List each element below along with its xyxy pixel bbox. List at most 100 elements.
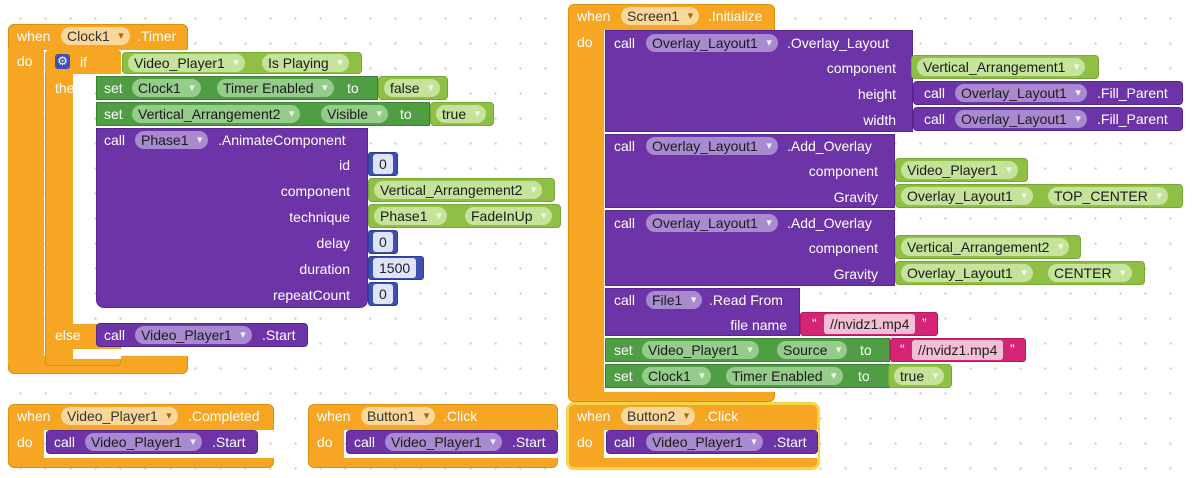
boolean-dropdown[interactable]: false	[384, 79, 440, 97]
event-component-dropdown[interactable]: Clock1	[61, 27, 130, 45]
animate-component-block[interactable]	[96, 128, 368, 308]
component-dropdown[interactable]: Vertical_Arrangement2	[374, 181, 543, 199]
component-dropdown[interactable]: Video_Player1	[128, 54, 245, 72]
when-label: when	[577, 8, 611, 24]
component-dropdown[interactable]: Clock1	[642, 367, 711, 385]
component-dropdown[interactable]: Vertical_Arrangement2	[132, 105, 301, 123]
property-dropdown[interactable]: Timer Enabled	[726, 367, 843, 385]
component-dropdown[interactable]: Video_Player1	[646, 433, 763, 451]
open-quote-icon: “	[900, 341, 905, 357]
event-component-dropdown[interactable]: Screen1	[621, 7, 700, 25]
event-name: .Click	[443, 408, 478, 424]
method-name: .Add_Overlay	[787, 215, 872, 231]
call-label: call	[354, 434, 376, 450]
param-label-file-name: file name	[730, 317, 787, 333]
component-dropdown[interactable]: Vertical_Arrangement2	[901, 238, 1070, 256]
boolean-dropdown[interactable]: true	[894, 367, 945, 385]
call-label: call	[104, 132, 126, 148]
call-label: call	[614, 292, 636, 308]
component-dropdown[interactable]: Overlay_Layout1	[646, 137, 778, 155]
set-label: set	[614, 368, 633, 384]
component-dropdown[interactable]: File1	[646, 291, 703, 309]
param-label-component: component	[808, 163, 878, 179]
text-value[interactable]: //nvidz1.mp4	[824, 314, 916, 334]
property-dropdown[interactable]: Is Playing	[262, 54, 349, 72]
method-name: .AnimateComponent	[218, 132, 346, 148]
component-dropdown[interactable]: Video_Player1	[642, 341, 759, 359]
boolean-dropdown[interactable]: true	[436, 105, 487, 123]
method-name: .Add_Overlay	[787, 138, 872, 154]
param-label-width: width	[863, 112, 896, 128]
close-quote-icon: ”	[1010, 341, 1015, 357]
number-value[interactable]: 1500	[373, 258, 417, 278]
method-name: .Overlay_Layout	[787, 35, 889, 51]
component-dropdown[interactable]: Clock1	[132, 79, 201, 97]
property-dropdown[interactable]: Source	[777, 341, 848, 359]
event-component-dropdown[interactable]: Button2	[621, 407, 696, 425]
event-name: .Initialize	[708, 8, 763, 24]
do-label: do	[17, 53, 33, 69]
technique-dropdown[interactable]: FadeInUp	[465, 207, 553, 225]
property-dropdown[interactable]: Visible	[321, 105, 388, 123]
do-label: do	[17, 434, 33, 450]
gear-icon[interactable]: ⚙	[55, 54, 70, 69]
event-name: .Completed	[188, 408, 260, 424]
do-label: do	[577, 434, 593, 450]
set-label: set	[104, 106, 123, 122]
component-dropdown[interactable]: Phase1	[135, 131, 209, 149]
component-dropdown[interactable]: Overlay_Layout1	[901, 187, 1033, 205]
event-component-dropdown[interactable]: Video_Player1	[61, 407, 178, 425]
method-name: .Fill_Parent	[1097, 85, 1168, 101]
gravity-dropdown[interactable]: TOP_CENTER	[1048, 187, 1168, 205]
call-label: call	[924, 111, 946, 127]
component-dropdown[interactable]: Video_Player1	[901, 161, 1018, 179]
event-component-dropdown[interactable]: Button1	[361, 407, 436, 425]
param-label-component: component	[808, 240, 878, 256]
param-label-repeatcount: repeatCount	[272, 287, 350, 303]
open-quote-icon: “	[812, 315, 817, 331]
close-quote-icon: ”	[922, 315, 927, 331]
method-name: .Start	[212, 434, 246, 450]
number-value[interactable]: 0	[373, 284, 393, 304]
number-value[interactable]: 0	[373, 232, 393, 252]
call-label: call	[614, 434, 636, 450]
param-label-height: height	[857, 86, 896, 102]
read-from-block[interactable]	[605, 288, 800, 336]
set-label: set	[614, 342, 633, 358]
call-label: call	[54, 434, 76, 450]
call-label: call	[614, 215, 636, 231]
to-label: to	[860, 342, 872, 358]
component-dropdown[interactable]: Overlay_Layout1	[955, 110, 1087, 128]
event-name: .Click	[704, 408, 739, 424]
component-dropdown[interactable]: Video_Player1	[85, 433, 202, 451]
component-dropdown[interactable]: Overlay_Layout1	[646, 214, 778, 232]
component-dropdown[interactable]: Video_Player1	[135, 326, 252, 344]
method-name: .Fill_Parent	[1097, 111, 1168, 127]
when-label: when	[17, 408, 51, 424]
component-dropdown[interactable]: Video_Player1	[385, 433, 502, 451]
gravity-dropdown[interactable]: CENTER	[1048, 264, 1132, 282]
param-label-id: id	[339, 157, 350, 173]
method-name: .Start	[512, 434, 546, 450]
param-label-technique: technique	[289, 209, 350, 225]
component-dropdown[interactable]: Overlay_Layout1	[955, 84, 1087, 102]
component-dropdown[interactable]: Vertical_Arrangement1	[917, 58, 1086, 76]
to-label: to	[858, 368, 870, 384]
if-label: if	[80, 54, 87, 70]
call-label: call	[614, 138, 636, 154]
do-label: do	[577, 34, 593, 50]
when-label: when	[17, 28, 51, 44]
property-dropdown[interactable]: Timer Enabled	[217, 79, 334, 97]
call-label: call	[924, 85, 946, 101]
when-label: when	[317, 408, 351, 424]
to-label: to	[347, 80, 359, 96]
component-dropdown[interactable]: Phase1	[374, 207, 448, 225]
to-label: to	[400, 106, 412, 122]
component-dropdown[interactable]: Overlay_Layout1	[646, 34, 778, 52]
event-name: .Timer	[137, 28, 177, 44]
param-label-gravity: Gravity	[833, 189, 878, 205]
number-value[interactable]: 0	[373, 154, 393, 174]
component-dropdown[interactable]: Overlay_Layout1	[901, 264, 1033, 282]
text-value[interactable]: //nvidz1.mp4	[912, 340, 1004, 360]
param-label-component: component	[826, 60, 896, 76]
